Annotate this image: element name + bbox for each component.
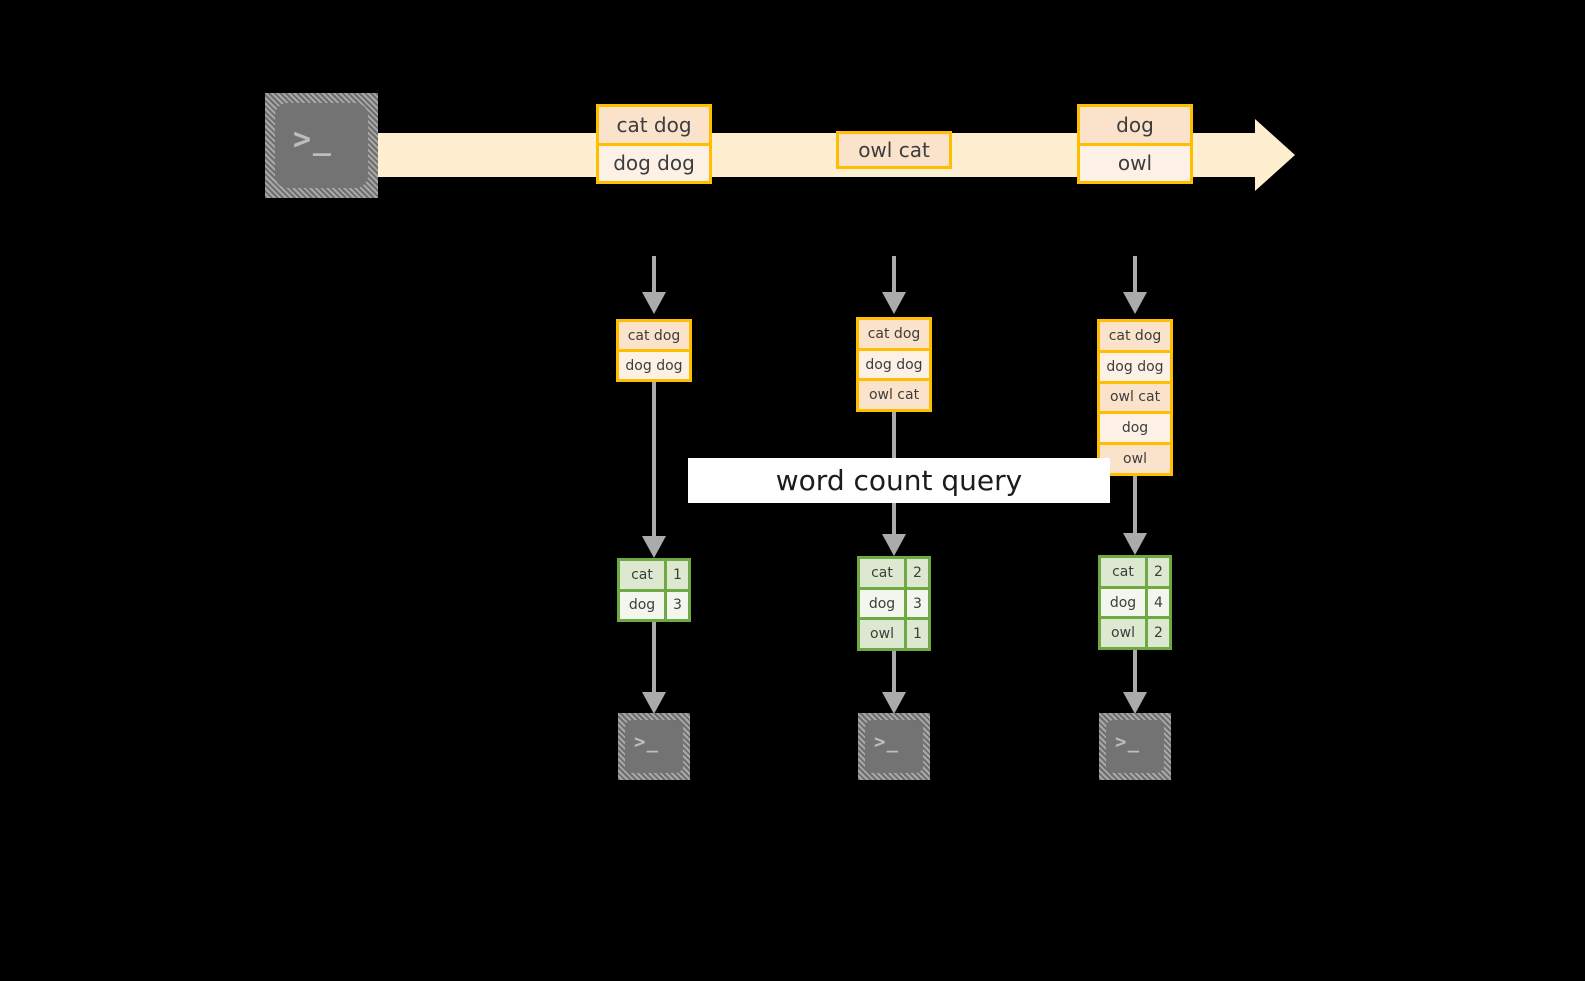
input-line: dog dog — [1100, 349, 1170, 381]
input-line: dog — [1100, 411, 1170, 443]
connector-input-to-result-1 — [652, 382, 656, 547]
stream-arrowhead — [1255, 119, 1295, 191]
stream-record-line: owl — [1080, 142, 1190, 181]
table-cell-word: cat — [860, 559, 904, 587]
input-line: owl — [1100, 442, 1170, 473]
table-cell-count: 1 — [904, 620, 928, 649]
input-line: dog dog — [859, 347, 929, 379]
connector-arrowhead — [642, 292, 666, 314]
result-table-3[interactable]: cat 2 dog 4 owl 2 — [1098, 555, 1172, 650]
input-line: cat dog — [859, 320, 929, 348]
table-cell-count: 2 — [904, 559, 928, 587]
connector-arrowhead — [882, 292, 906, 314]
input-line: cat dog — [619, 322, 689, 349]
connector-arrowhead — [1123, 692, 1147, 714]
input-line: owl cat — [859, 378, 929, 410]
stream-record-line: dog — [1080, 107, 1190, 143]
source-terminal-icon[interactable]: >_ — [265, 93, 378, 198]
connector-stream-to-input-2 — [892, 256, 896, 294]
sink-terminal-icon-3[interactable]: >_ — [1099, 713, 1171, 780]
table-cell-count: 3 — [904, 589, 928, 618]
connector-result-to-sink-1 — [652, 622, 656, 700]
table-row: dog 4 — [1101, 585, 1169, 617]
sink-terminal-icon-1[interactable]: >_ — [618, 713, 690, 780]
table-cell-word: cat — [620, 561, 664, 589]
stream-record-3[interactable]: dog owl — [1077, 104, 1193, 184]
icon-prompt-glyph: >_ — [634, 731, 660, 753]
icon-prompt-glyph: >_ — [293, 122, 333, 157]
connector-arrowhead — [1123, 533, 1147, 555]
table-cell-count: 4 — [1145, 588, 1169, 617]
connector-result-to-sink-2 — [892, 651, 896, 700]
table-row: owl 1 — [860, 617, 928, 649]
table-cell-count: 1 — [664, 561, 688, 589]
table-cell-word: owl — [860, 620, 904, 649]
table-row: owl 2 — [1101, 616, 1169, 648]
icon-body — [275, 103, 368, 188]
stream-record-line: dog dog — [599, 142, 709, 181]
input-stack-3[interactable]: cat dog dog dog owl cat dog owl — [1097, 319, 1173, 476]
table-cell-word: cat — [1101, 558, 1145, 586]
table-cell-word: dog — [1101, 588, 1145, 617]
table-cell-count: 3 — [664, 591, 688, 619]
table-cell-count: 2 — [1145, 558, 1169, 586]
table-cell-word: owl — [1101, 619, 1145, 648]
connector-arrowhead — [882, 534, 906, 556]
icon-prompt-glyph: >_ — [1115, 731, 1141, 753]
table-row: cat 2 — [1101, 558, 1169, 586]
connector-stream-to-input-1 — [652, 256, 656, 294]
connector-arrowhead — [642, 692, 666, 714]
table-cell-count: 2 — [1145, 619, 1169, 648]
table-cell-word: dog — [620, 591, 664, 619]
stream-record-2[interactable]: owl cat — [836, 131, 952, 169]
connector-arrowhead — [642, 536, 666, 558]
stream-record-line: cat dog — [599, 107, 709, 143]
connector-result-to-sink-3 — [1133, 650, 1137, 700]
query-label: word count query — [688, 458, 1110, 503]
input-line: dog dog — [619, 349, 689, 379]
icon-body — [625, 720, 683, 773]
table-row: dog 3 — [620, 588, 688, 619]
sink-terminal-icon-2[interactable]: >_ — [858, 713, 930, 780]
icon-prompt-glyph: >_ — [874, 731, 900, 753]
result-table-1[interactable]: cat 1 dog 3 — [617, 558, 691, 622]
connector-arrowhead — [882, 692, 906, 714]
table-row: cat 1 — [620, 561, 688, 589]
input-line: owl cat — [1100, 380, 1170, 412]
connector-input-to-result-3 — [1133, 476, 1137, 546]
stream-record-line: owl cat — [839, 134, 949, 166]
table-cell-word: dog — [860, 589, 904, 618]
input-stack-1[interactable]: cat dog dog dog — [616, 319, 692, 382]
table-row: cat 2 — [860, 559, 928, 587]
input-line: cat dog — [1100, 322, 1170, 350]
result-table-2[interactable]: cat 2 dog 3 owl 1 — [857, 556, 931, 651]
stream-record-1[interactable]: cat dog dog dog — [596, 104, 712, 184]
input-stack-2[interactable]: cat dog dog dog owl cat — [856, 317, 932, 412]
table-row: dog 3 — [860, 586, 928, 618]
connector-stream-to-input-3 — [1133, 256, 1137, 294]
icon-body — [865, 720, 923, 773]
icon-body — [1106, 720, 1164, 773]
connector-arrowhead — [1123, 292, 1147, 314]
